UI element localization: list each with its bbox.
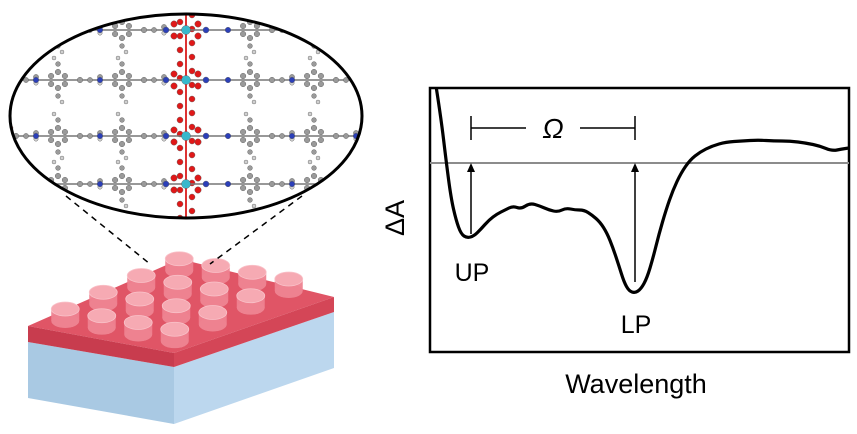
zoom-line-right — [209, 195, 303, 265]
nanopillar — [198, 305, 228, 332]
nanopillar — [126, 268, 156, 295]
spectrum-curve — [434, 88, 849, 294]
nanopillar — [163, 274, 193, 302]
molecule-row — [10, 111, 362, 161]
up-label: UP — [455, 259, 490, 287]
x-axis-label: Wavelength — [565, 369, 707, 399]
molecule-row — [10, 55, 362, 105]
plot-frame — [428, 86, 851, 354]
film-front — [174, 297, 334, 367]
nanopillar — [236, 288, 266, 315]
film-side — [28, 326, 174, 367]
substrate-side — [28, 342, 174, 424]
nanopillar — [274, 271, 304, 298]
device-illustration — [28, 251, 334, 424]
nanopillar — [50, 301, 80, 328]
up-arrowhead — [467, 163, 475, 172]
nanopillar — [199, 281, 229, 308]
nanopillar — [160, 321, 190, 349]
lp-arrowhead — [631, 163, 639, 172]
nanopillar — [201, 258, 231, 285]
nanopillar — [161, 298, 191, 325]
lp-label: LP — [621, 311, 652, 339]
nanopillar — [88, 284, 118, 312]
nanopillar — [164, 251, 194, 278]
splitting-label: Ω — [542, 113, 563, 144]
zoom-line-left — [65, 195, 151, 265]
spectrum-plot: Ω UP LP ΔA Wavelength — [380, 86, 851, 399]
nanopillar — [125, 291, 155, 318]
nanopillar — [123, 315, 153, 342]
nanopillar-array — [50, 251, 304, 349]
molecular-structure-inset — [8, 12, 364, 220]
nanopillar — [87, 308, 117, 335]
inset-border — [8, 12, 364, 220]
nanopillar — [237, 264, 267, 292]
y-axis-label: ΔA — [380, 200, 410, 236]
substrate-front — [174, 312, 334, 424]
